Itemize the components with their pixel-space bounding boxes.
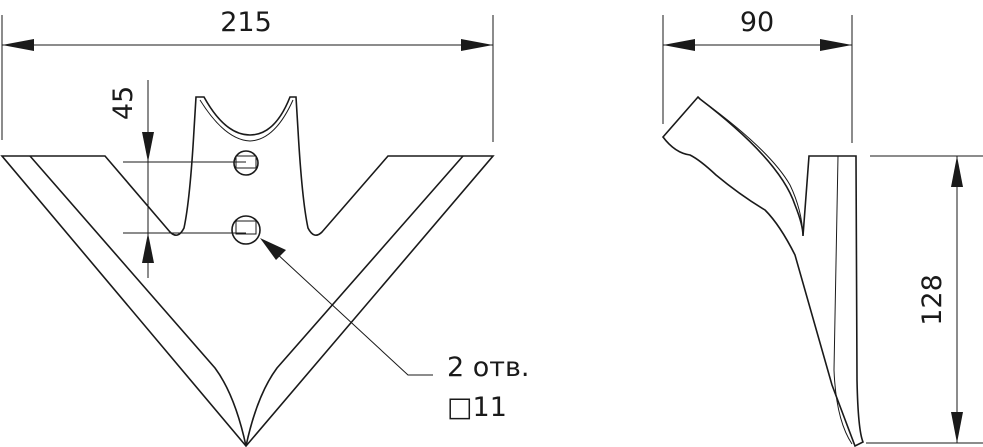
arrow-icon [2,39,34,51]
dim-45-label: 45 [108,86,139,120]
dim-128-label: 128 [917,274,948,326]
arrow-icon [663,39,695,51]
arrow-icon [461,39,493,51]
hole-note-size: □11 [447,392,507,423]
hole-upper [233,150,259,176]
arrow-icon [951,412,963,443]
stem-top-bevel [199,99,294,142]
side-view: 90 128 [661,7,983,447]
hole-note-count: 2 отв. [447,352,530,383]
cutting-edge-right [245,155,464,447]
dim-90-label: 90 [740,7,774,38]
cutting-edge-left [29,155,247,447]
side-inner-edge [833,155,853,445]
side-profile [661,95,865,447]
arrow-icon [142,132,154,162]
arrow-icon [142,233,154,263]
side-bevel [699,98,804,237]
dim-215-label: 215 [220,7,272,38]
front-view: 215 45 2 отв. □11 [0,7,530,447]
square-hole-lower [235,220,257,235]
arrow-icon [820,39,852,51]
blade-outline [0,96,495,447]
arrow-icon [260,238,286,260]
arrow-icon [951,156,963,187]
leader-line [261,239,433,376]
hole-lower [231,215,261,245]
